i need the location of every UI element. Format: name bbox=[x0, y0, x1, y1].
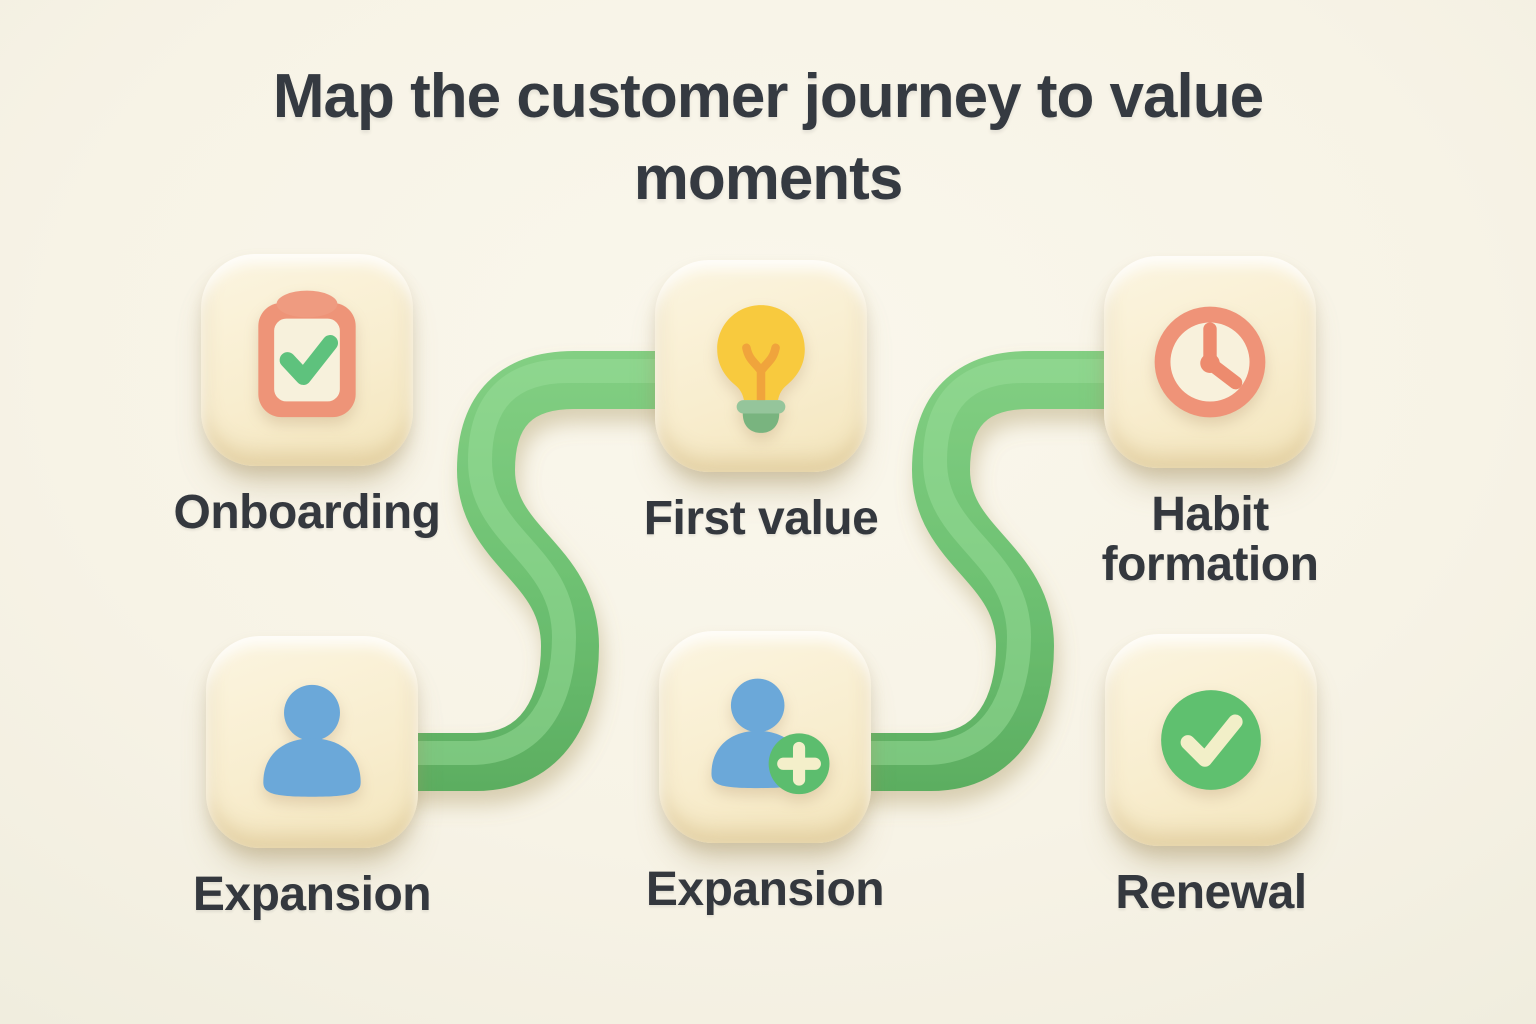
person-icon bbox=[263, 684, 361, 797]
renewal-label: Renewal bbox=[1115, 866, 1307, 919]
lightbulb-icon bbox=[717, 305, 805, 433]
first-value-tile bbox=[655, 260, 867, 472]
node-expansion-2: Expansion bbox=[646, 631, 885, 915]
node-habit-formation: Habit formation bbox=[1102, 256, 1319, 590]
expansion-1-label: Expansion bbox=[192, 868, 432, 921]
first-value-label: First value bbox=[643, 492, 879, 545]
expansion-2-tile bbox=[659, 631, 871, 843]
node-expansion-1: Expansion bbox=[193, 636, 432, 920]
connector-highlight bbox=[389, 359, 684, 765]
habit-formation-label: Habit formation bbox=[1101, 488, 1319, 592]
check-circle-icon bbox=[1161, 690, 1261, 790]
node-first-value: First value bbox=[644, 260, 879, 544]
node-onboarding: Onboarding bbox=[174, 254, 441, 538]
clipboard-check-icon bbox=[258, 290, 356, 418]
expansion-2-label: Expansion bbox=[645, 863, 885, 916]
clock-icon bbox=[1154, 306, 1266, 418]
node-renewal: Renewal bbox=[1105, 634, 1317, 918]
renewal-tile bbox=[1105, 634, 1317, 846]
connector-highlight bbox=[844, 359, 1139, 765]
onboarding-tile bbox=[201, 254, 413, 466]
person-add-icon bbox=[711, 678, 830, 795]
expansion-1-tile bbox=[206, 636, 418, 848]
habit-formation-tile bbox=[1104, 256, 1316, 468]
onboarding-label: Onboarding bbox=[173, 486, 441, 539]
page-title: Map the customer journey to value moment… bbox=[272, 62, 1264, 213]
